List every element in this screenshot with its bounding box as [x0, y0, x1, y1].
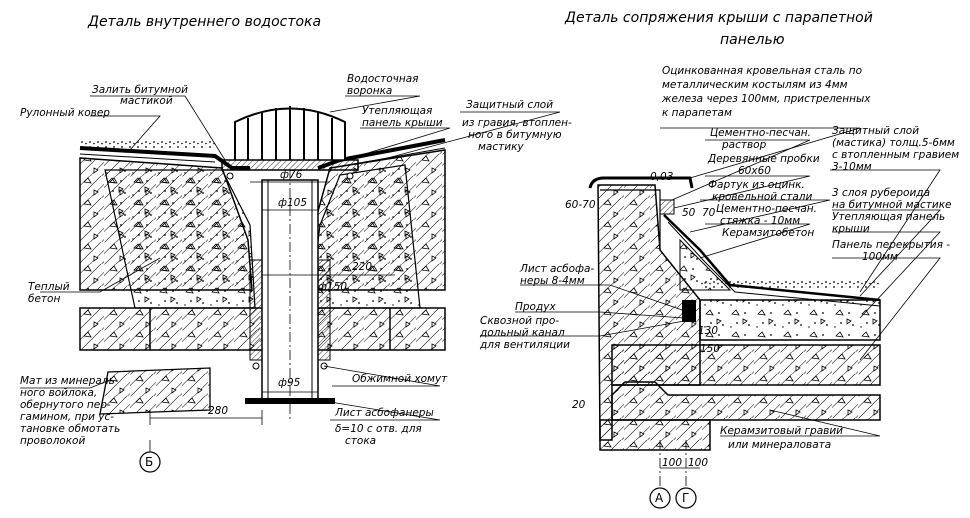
- label-steel-2: металлическим костылям из 4мм: [662, 79, 848, 91]
- label-floor-panel-1: Панель перекрытия -: [832, 239, 950, 251]
- dim-d95: ф95: [278, 377, 301, 389]
- label-mat-6: проволокой: [20, 435, 85, 447]
- dim-50: 50: [682, 207, 696, 219]
- label-protective-r3: с втопленным гравием: [832, 149, 959, 161]
- label-plywood-3: стока: [345, 435, 376, 447]
- label-channel-2: дольный канал: [479, 327, 565, 339]
- label-asbestos-1: Лист асбофа-: [519, 263, 594, 275]
- label-protective-1: Защитный слой: [466, 99, 553, 111]
- label-protective-r1: Защитный слой: [832, 125, 919, 137]
- lower-beam: [611, 381, 881, 421]
- label-warm-concrete-2: бетон: [28, 293, 60, 305]
- dim-d150: ф150: [318, 281, 347, 293]
- dim-20: 20: [572, 399, 586, 411]
- label-channel-1: Сквозной про-: [480, 315, 559, 327]
- funnel-flange: [221, 159, 359, 171]
- label-drain-funnel-2: воронка: [347, 85, 392, 97]
- label-gravel-2: или минераловата: [728, 439, 831, 451]
- dim-100: 100: [662, 457, 682, 469]
- label-roll-carpet: Рулонный ковер: [20, 107, 110, 119]
- right-detail: Деталь сопряжения крыши с парапетной пан…: [479, 10, 959, 509]
- label-mortar-1: Цементно-песчан.: [710, 127, 811, 139]
- label-protective-r2: (мастика) толщ.5-6мм: [832, 137, 955, 149]
- left-detail: Деталь внутреннего водостока: [20, 14, 572, 473]
- label-steel-1: Оцинкованная кровельная сталь по: [662, 65, 862, 77]
- label-plywood-2: δ=10 с отв. для: [335, 423, 422, 435]
- dim-150: 150: [700, 343, 720, 355]
- label-insulating-panel-1: Утепляющая: [362, 105, 432, 117]
- label-gravel-1: Керамзитовый гравий: [720, 425, 843, 437]
- right-title-1: Деталь сопряжения крыши с парапетной: [564, 10, 873, 26]
- label-floor-panel-2: 100мм: [862, 251, 898, 263]
- dim-w280: 280: [208, 405, 228, 417]
- parapet-cap: [588, 176, 694, 189]
- dim-100b: 100: [688, 457, 708, 469]
- insulating-panel: [699, 299, 881, 341]
- label-ruberoid-2: на битумной мастике: [832, 199, 952, 211]
- axis-marker-a: [649, 487, 671, 509]
- mat-block: [99, 367, 211, 415]
- label-protective-r4: 3-10мм: [832, 161, 872, 173]
- clamp-bolt-left: [252, 362, 260, 370]
- axis-marker-b: [139, 451, 161, 473]
- axis-g-label: Г: [682, 491, 689, 505]
- insulation-mat-left: [249, 259, 263, 361]
- label-wood-plugs-2: 60x60: [738, 165, 771, 177]
- label-insul-panel-2: крыши: [832, 223, 870, 235]
- label-drain-funnel-1: Водосточная: [347, 73, 418, 85]
- label-pour-bitumen-2: мастикой: [120, 95, 173, 107]
- label-channel-3: для вентиляции: [479, 339, 570, 351]
- gravel-layer: [80, 140, 215, 148]
- axis-marker-g: [675, 487, 697, 509]
- label-vent: Продух: [515, 301, 556, 313]
- axis-b-label: Б: [145, 455, 153, 469]
- dim-d76: ф76: [280, 169, 303, 181]
- left-title: Деталь внутреннего водостока: [87, 14, 321, 30]
- dim-6070: 60-70: [565, 199, 596, 211]
- label-insul-panel-1: Утепляющая панель: [832, 211, 945, 223]
- label-mat-5: тановке обмотать: [20, 423, 120, 435]
- label-steel-4: к парапетам: [662, 107, 732, 119]
- label-claydite-concrete: Керамзитобетон: [722, 227, 814, 239]
- right-title-2: панелью: [720, 32, 785, 48]
- label-asbestos-2: неры 8-4мм: [520, 275, 585, 287]
- label-plywood-1: Лист асбофанеры: [334, 407, 434, 419]
- floor-panel: [611, 344, 881, 386]
- label-pour-bitumen-1: Залить битумной: [92, 84, 188, 96]
- label-warm-concrete-1: Теплый: [28, 281, 70, 293]
- vent-channel: [682, 300, 696, 322]
- label-mat-3: обернутого пер-: [20, 399, 111, 411]
- axis-a-label: А: [655, 491, 664, 505]
- label-apron-1: Фартук из оцинк.: [708, 179, 805, 191]
- dim-d105: ф105: [278, 197, 307, 209]
- dim-130: 130: [698, 325, 718, 337]
- label-protective-4: мастику: [478, 141, 524, 153]
- insulation-mat-right: [317, 259, 331, 361]
- dim-003: 0,03: [650, 171, 673, 183]
- apron: [663, 214, 881, 302]
- label-mortar-2: раствор: [721, 139, 767, 151]
- label-mat-2: ного войлока,: [20, 387, 97, 399]
- label-ruberoid-1: 3 слоя рубероида: [832, 187, 930, 199]
- label-screed-1: Цементно-песчан.: [716, 203, 817, 215]
- label-mat-1: Мат из минераль-: [20, 375, 119, 387]
- protective-gravel: [700, 280, 880, 288]
- label-steel-3: железа через 100мм, пристреленных: [661, 93, 871, 105]
- dim-70: 70: [702, 207, 716, 219]
- label-wood-plugs-1: Деревянные пробки: [707, 153, 820, 165]
- wood-plug: [659, 199, 675, 215]
- dim-w220: 220: [352, 261, 372, 273]
- label-protective-2: из гравия, втоплен-: [462, 117, 572, 129]
- label-screed-2: стяжка - 10мм: [720, 215, 800, 227]
- claydite-concrete: [679, 238, 732, 291]
- label-mat-4: гамином, при ус-: [20, 411, 114, 423]
- foundation-block: [599, 419, 711, 451]
- label-apron-2: кровельной стали: [712, 191, 812, 203]
- label-clamp: Обжимной хомут: [352, 373, 448, 385]
- asbestos-sheet: [245, 398, 335, 404]
- label-protective-3: ного в битумную: [468, 129, 562, 141]
- label-insulating-panel-2: панель крыши: [362, 117, 443, 129]
